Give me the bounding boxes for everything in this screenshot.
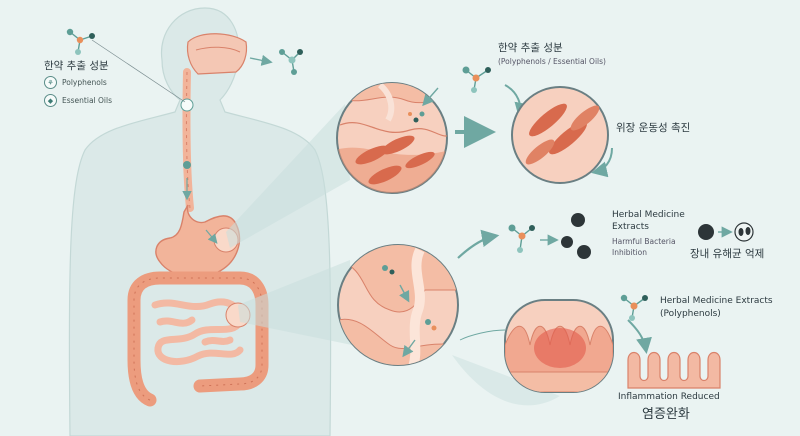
middle-panel-effect: 장내 유해균 억제 [690, 248, 765, 260]
bottom-panel-title-line2: (Polyphenols) [660, 309, 721, 319]
inflamed-villi-zoom [504, 299, 614, 393]
legend-title: 한약 추출 성분 [44, 60, 109, 72]
oil-drop-icon: ◆ [44, 94, 57, 107]
stomach-wall-zoom [336, 82, 448, 194]
legend-item-essential-oils: ◆ Essential Oils [44, 94, 112, 107]
inhibited-bacteria-icon [698, 222, 754, 242]
esophagus-molecule-marker [180, 98, 194, 112]
legend-label: Polyphenols [62, 78, 107, 87]
oral-cavity [186, 33, 248, 75]
intestine-zoom [337, 244, 459, 366]
mouth-molecule-icon [279, 49, 303, 75]
small-intestine [151, 298, 245, 366]
legend-item-polyphenols: ⚘ Polyphenols [44, 76, 107, 89]
top-panel-molecule-icon [462, 66, 491, 93]
motility-zoom [511, 86, 609, 184]
bottom-panel-effect-ko: 염증완화 [642, 407, 690, 422]
top-panel-subtitle: (Polyphenols / Essential Oils) [498, 57, 606, 66]
middle-panel-title-line2: Extracts [612, 222, 649, 232]
bottom-panel-effect-en: Inflammation Reduced [618, 392, 720, 402]
legend-molecule-icon [66, 28, 95, 55]
middle-panel-title-line1: Herbal Medicine [612, 210, 685, 220]
harmful-bacteria-icon [561, 213, 591, 259]
callout-wedge-top [226, 104, 350, 248]
callout-wedge-middle [238, 260, 352, 345]
legend-label: Essential Oils [62, 96, 112, 105]
polyphenol-icon: ⚘ [44, 76, 57, 89]
middle-panel-sub-line2: Inhibition [612, 248, 648, 257]
healthy-villi [627, 351, 721, 389]
middle-molecule-icon [508, 224, 535, 253]
top-panel-title: 한약 추출 성분 [498, 42, 563, 54]
top-panel-effect: 위장 운동성 촉진 [616, 122, 691, 134]
middle-panel-sub-line1: Harmful Bacteria [612, 237, 676, 246]
bottom-panel-title-line1: Herbal Medicine Extracts [660, 296, 773, 306]
bottom-molecule-icon [620, 294, 648, 321]
esophagus-molecule-marker [183, 161, 191, 169]
zoom-molecule-icon [408, 111, 425, 123]
